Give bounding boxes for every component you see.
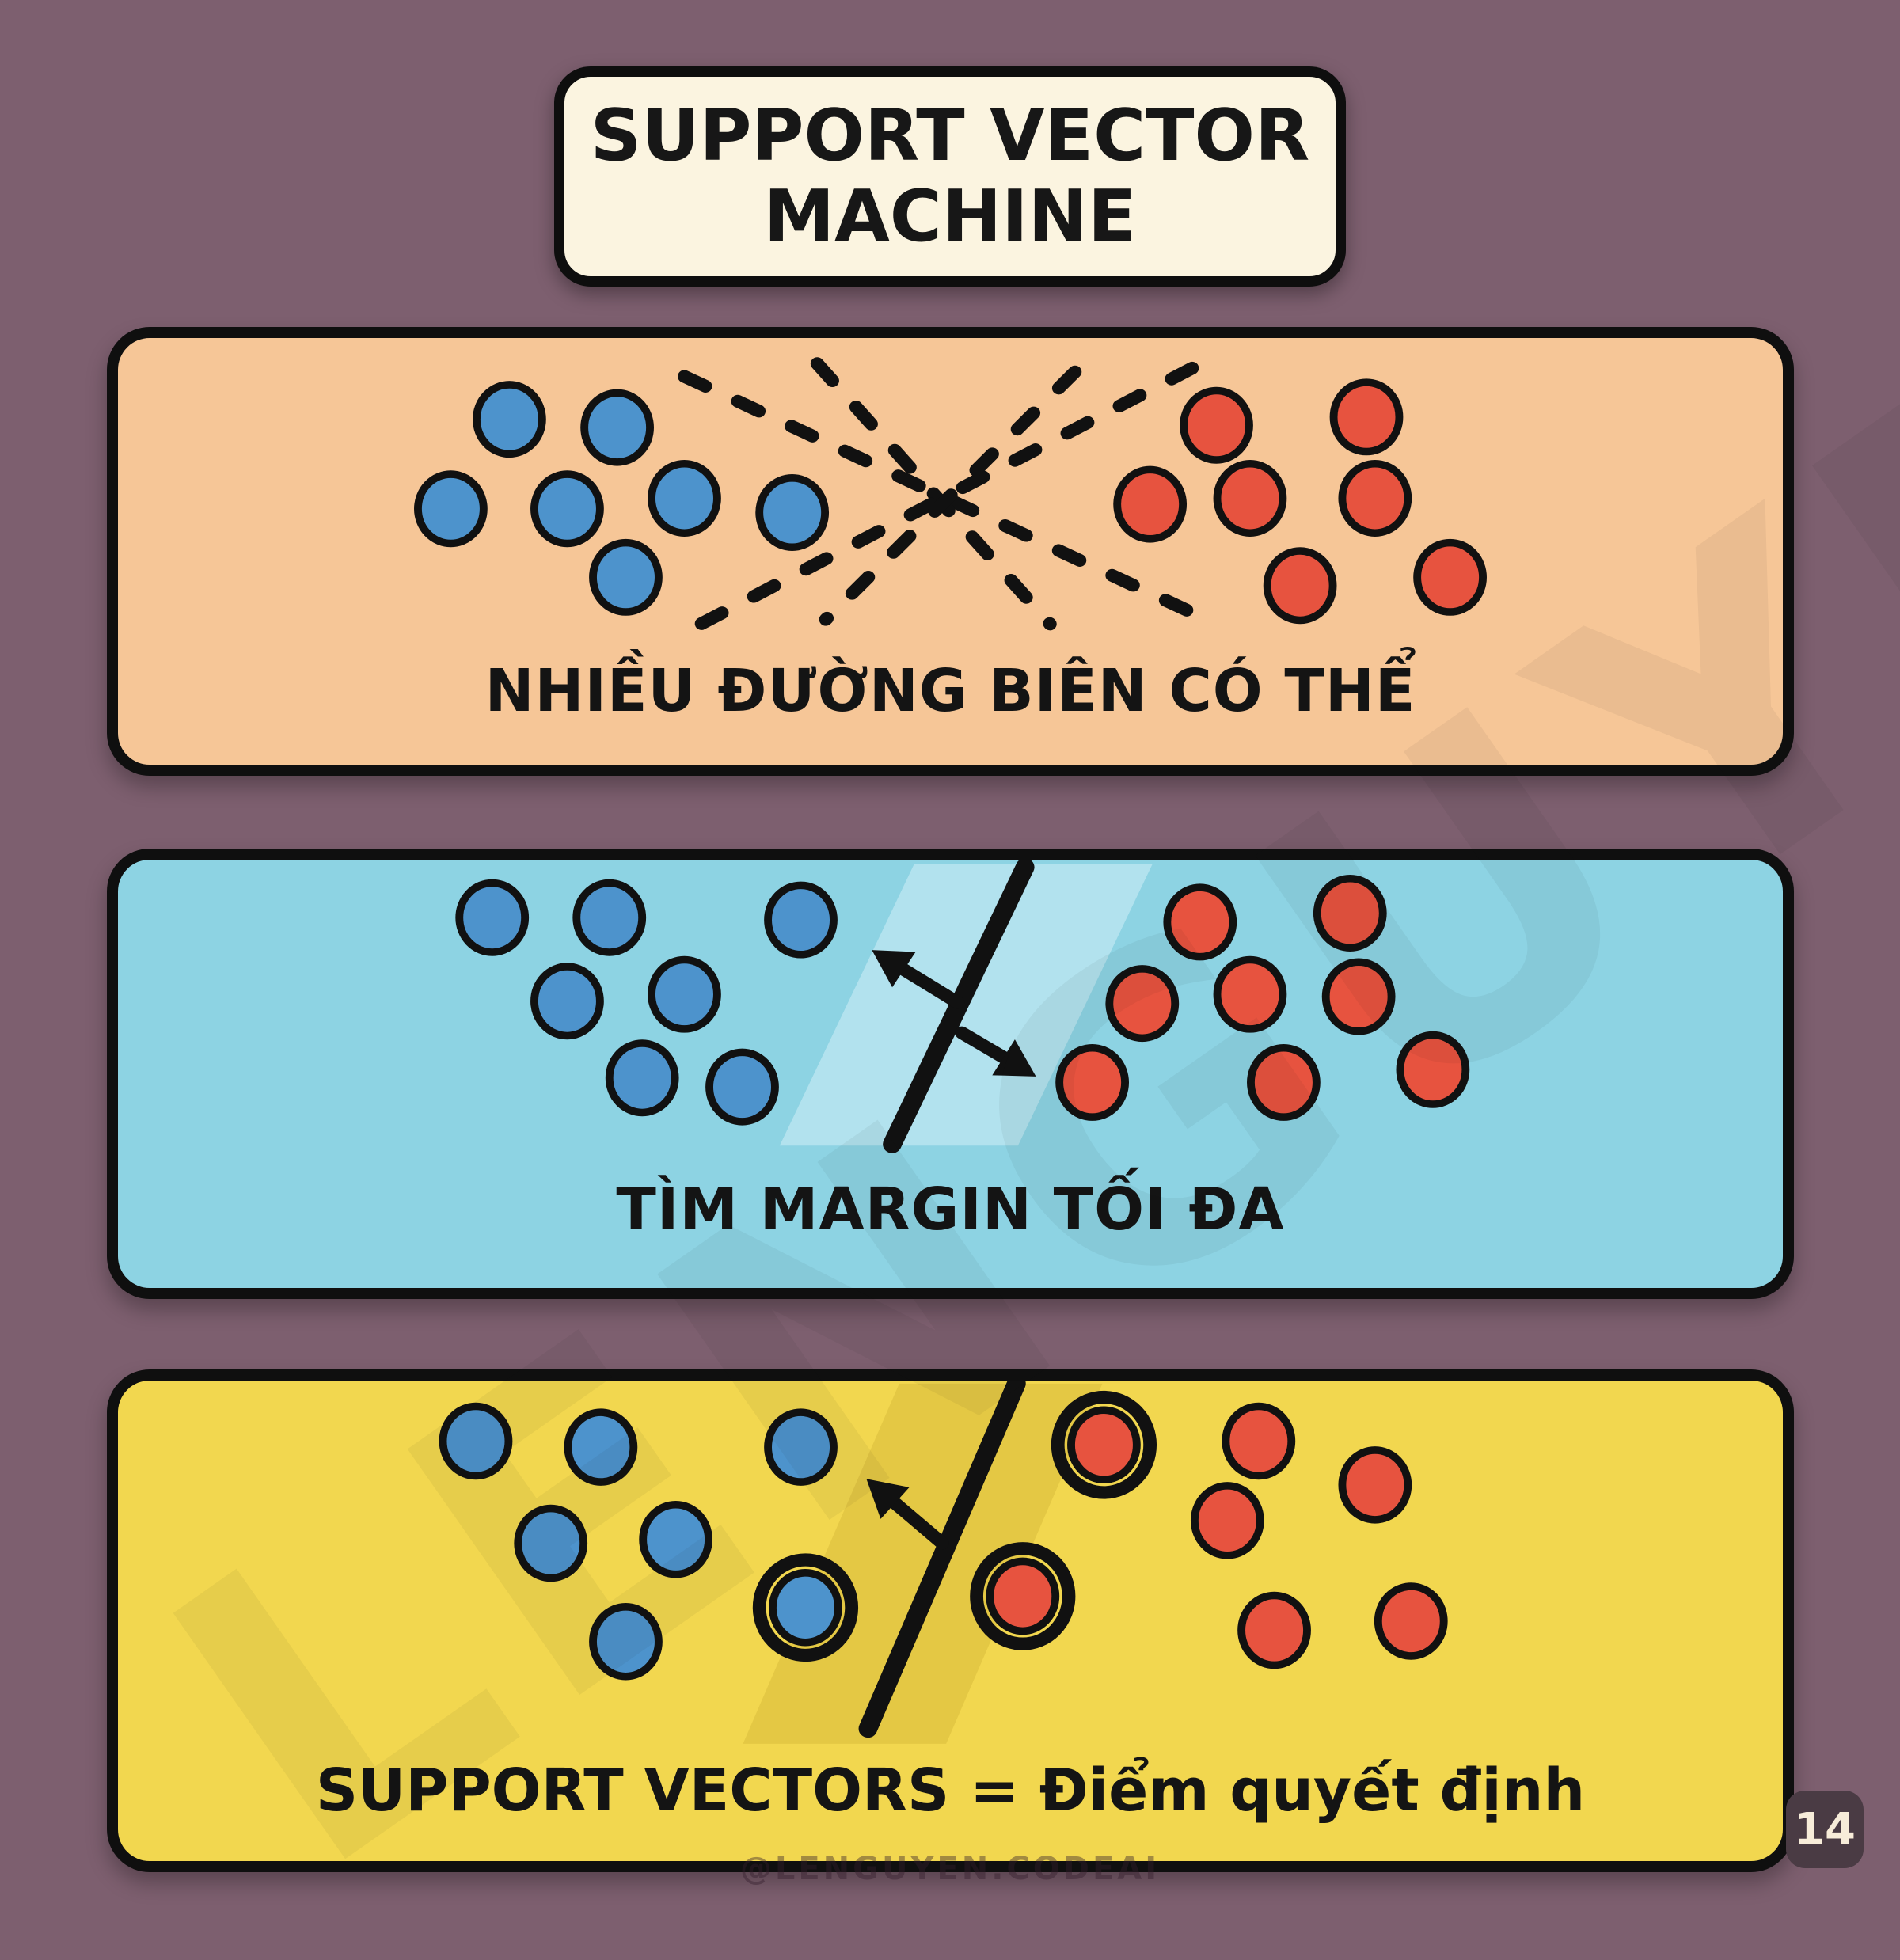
support-vector-blue-dot <box>769 1569 842 1647</box>
page-number-badge: 14 <box>1786 1791 1864 1868</box>
title-box: SUPPORT VECTOR MACHINE <box>554 66 1346 287</box>
red-class-data-point <box>1055 1043 1129 1121</box>
margin-arrow-shaft <box>887 957 965 1009</box>
panel-max-margin: TÌM MARGIN TỐI ĐA <box>107 849 1794 1299</box>
blue-class-data-point <box>589 538 663 616</box>
blue-class-data-point <box>648 460 721 537</box>
support-vector-ring <box>970 1542 1076 1650</box>
support-vector-red-dot <box>986 1557 1060 1635</box>
red-class-data-point <box>1237 1591 1311 1669</box>
margin-arrow-head <box>866 1479 910 1519</box>
blue-class-data-point <box>514 1504 588 1582</box>
blue-class-data-point <box>705 1048 779 1126</box>
red-class-data-point <box>1105 965 1180 1043</box>
blue-class-data-point <box>530 963 604 1040</box>
red-class-data-point <box>1329 378 1404 456</box>
decision-boundary-line <box>858 1381 1026 1738</box>
blue-class-data-point <box>639 1500 713 1578</box>
candidate-boundary-dashed-line <box>685 361 1199 636</box>
support-vector-red-dot <box>1067 1406 1141 1484</box>
blue-class-data-point <box>648 955 721 1033</box>
author-watermark: @LENGUYEN.CODEAI <box>739 1851 1161 1887</box>
red-class-data-point <box>1180 386 1253 464</box>
blue-class-data-point <box>455 879 530 956</box>
panel-many-boundaries: NHIỀU ĐƯỜNG BIÊN CÓ THỂ <box>107 327 1794 776</box>
blue-class-data-point <box>414 470 488 548</box>
red-class-data-point <box>1263 547 1337 625</box>
blue-class-data-point <box>605 1039 679 1117</box>
margin-arrow-head <box>992 1039 1036 1077</box>
many-boundaries-diagram <box>414 357 1487 636</box>
panel-caption-max-margin: TÌM MARGIN TỐI ĐA <box>616 1176 1285 1244</box>
max-margin-diagram <box>455 860 1470 1153</box>
blue-class-data-point <box>564 1408 638 1486</box>
blue-class-data-point <box>764 1408 838 1486</box>
title-line-1: SUPPORT VECTOR <box>590 94 1310 178</box>
candidate-boundary-dashed-line <box>819 365 1082 626</box>
blue-class-data-point <box>764 881 838 959</box>
panel-support-vectors: SUPPORT VECTORS = Điểm quyết định <box>107 1369 1794 1872</box>
margin-arrow-shaft <box>880 1489 949 1550</box>
red-class-data-point <box>1321 958 1396 1035</box>
blue-class-data-point <box>589 1603 663 1681</box>
red-class-data-point <box>1163 883 1237 961</box>
panel-caption-support-vectors: SUPPORT VECTORS = Điểm quyết định <box>315 1757 1586 1825</box>
blue-class-data-point <box>755 474 830 552</box>
red-class-data-point <box>1338 460 1412 537</box>
red-class-data-point <box>1338 1446 1412 1524</box>
red-class-data-point <box>1374 1582 1448 1660</box>
red-class-data-point <box>1213 460 1287 537</box>
svm-infographic: SUPPORT VECTOR MACHINE NHIỀU ĐƯỜNG BIÊN … <box>107 66 1864 1887</box>
red-class-data-point <box>1413 538 1487 616</box>
red-class-data-point <box>1247 1043 1320 1121</box>
blue-class-data-point <box>473 381 546 458</box>
blue-class-data-point <box>572 879 647 956</box>
title-line-2: MACHINE <box>763 175 1137 258</box>
support-vectors-diagram <box>439 1381 1448 1744</box>
support-vector-ring <box>1051 1390 1157 1499</box>
red-class-data-point <box>1190 1482 1264 1559</box>
blue-class-data-point <box>439 1402 513 1480</box>
red-class-data-point <box>1313 875 1387 952</box>
blue-class-data-point <box>530 470 604 548</box>
red-class-data-point <box>1113 465 1188 543</box>
blue-class-data-point <box>580 389 654 466</box>
support-vector-ring <box>752 1553 859 1662</box>
margin-arrow-head <box>872 950 916 988</box>
red-class-data-point <box>1222 1402 1296 1480</box>
candidate-boundary-dashed-line <box>810 357 1057 631</box>
red-class-data-point <box>1213 955 1287 1033</box>
red-class-data-point <box>1396 1031 1470 1108</box>
panel-caption-many-boundaries: NHIỀU ĐƯỜNG BIÊN CÓ THỂ <box>484 657 1416 725</box>
